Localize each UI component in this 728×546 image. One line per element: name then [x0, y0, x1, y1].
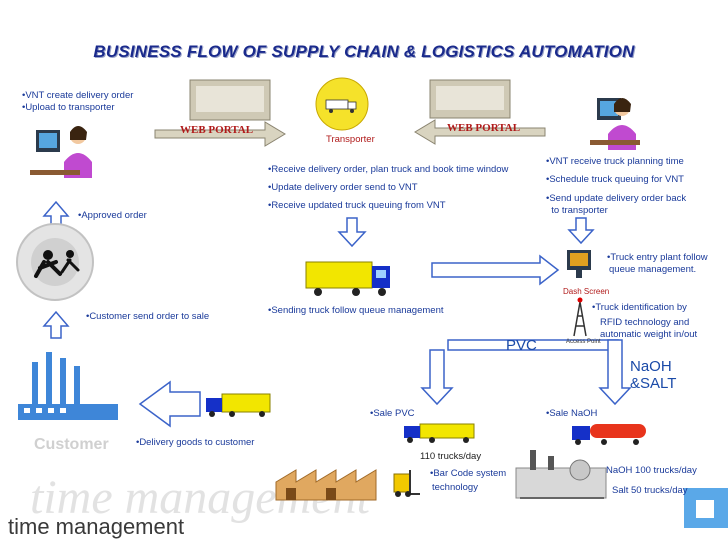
web-portal-left-arrow-icon	[154, 79, 286, 147]
customer-send-label: •Customer send order to sale	[86, 311, 210, 322]
naoh-label: NaOH	[630, 358, 672, 375]
page-title: BUSINESS FLOW OF SUPPLY CHAIN & LOGISTIC…	[93, 42, 635, 61]
sending-truck-label: •Sending truck follow queue management	[268, 305, 444, 316]
transporter-task-3: •Receive updated truck queuing from VNT	[268, 200, 446, 211]
vnt-office-right-icon	[590, 98, 640, 150]
delivery-truck-icon	[206, 393, 271, 417]
vnt-receive-3: •Send update delivery order back	[546, 193, 687, 204]
footer-brand: time management	[8, 514, 185, 539]
approval-gear-icon	[16, 223, 94, 301]
queue-truck-icon	[305, 261, 390, 296]
salt-trucks-per-day: Salt 50 trucks/day	[612, 485, 688, 496]
dash-screen-label: Dash Screen	[563, 287, 610, 296]
down-arrow-pvc	[420, 349, 454, 406]
truck-id-1: •Truck identification by	[592, 302, 687, 313]
web-portal-right-label: WEB PORTAL	[447, 122, 521, 134]
cube-decoration-icon	[684, 488, 728, 528]
pvc-trucks-per-day: 110 trucks/day	[420, 451, 482, 462]
access-point-label: Access Point	[566, 339, 601, 345]
truck-id-3: automatic weight in/out	[600, 329, 698, 340]
transporter-globe-icon	[315, 77, 369, 131]
vnt-create-label: •VNT create delivery order	[22, 90, 134, 101]
naoh-tanker-icon	[572, 424, 646, 445]
pvc-label: PVC	[506, 337, 537, 354]
naoh-trucks-per-day: NaOH 100 trucks/day	[606, 465, 697, 476]
down-arrow-vnt	[567, 217, 595, 245]
transporter-task-1: •Receive delivery order, plan truck and …	[268, 164, 509, 175]
sale-naoh-label: •Sale NaOH	[546, 408, 598, 419]
transporter-task-2: •Update delivery order send to VNT	[268, 182, 418, 193]
transporter-label: Transporter	[326, 134, 375, 145]
truck-entry-2: queue management.	[609, 264, 697, 275]
sale-pvc-label: •Sale PVC	[370, 408, 415, 419]
upload-transporter-label: •Upload to transporter	[22, 102, 115, 113]
vnt-receive-2: •Schedule truck queuing for VNT	[546, 174, 684, 185]
delivery-arrow-icon	[138, 380, 201, 428]
access-point-icon	[573, 297, 587, 337]
dash-screen-icon	[567, 250, 591, 278]
customer-label: Customer	[34, 436, 109, 453]
web-portal-right-arrow-icon	[414, 79, 546, 145]
up-arrow-customer	[42, 310, 70, 339]
barcode-label-2: technology	[432, 482, 478, 493]
vnt-receive-4: to transporter	[546, 205, 608, 216]
down-arrow-transporter	[337, 217, 367, 248]
double-arrow-icon	[431, 254, 560, 286]
approved-order-label: •Approved order	[78, 210, 147, 221]
truck-id-2: RFID technology and	[600, 317, 690, 328]
salt-label: &SALT	[630, 375, 677, 392]
warehouse-icon	[275, 469, 377, 501]
chemical-plant-icon	[515, 450, 607, 499]
barcode-label-1: •Bar Code system	[430, 468, 507, 479]
forklift-icon	[393, 470, 420, 497]
vnt-receive-1: •VNT receive truck planning time	[546, 156, 684, 167]
delivery-goods-label: •Delivery goods to customer	[136, 437, 255, 448]
vnt-office-left-icon	[30, 126, 92, 178]
up-arrow-approved	[42, 200, 70, 227]
truck-entry-1: •Truck entry plant follow	[607, 252, 708, 263]
down-arrow-naoh	[598, 339, 632, 406]
factory-icon	[18, 352, 118, 420]
web-portal-left-label: WEB PORTAL	[180, 124, 254, 136]
pvc-truck-icon	[404, 423, 475, 443]
